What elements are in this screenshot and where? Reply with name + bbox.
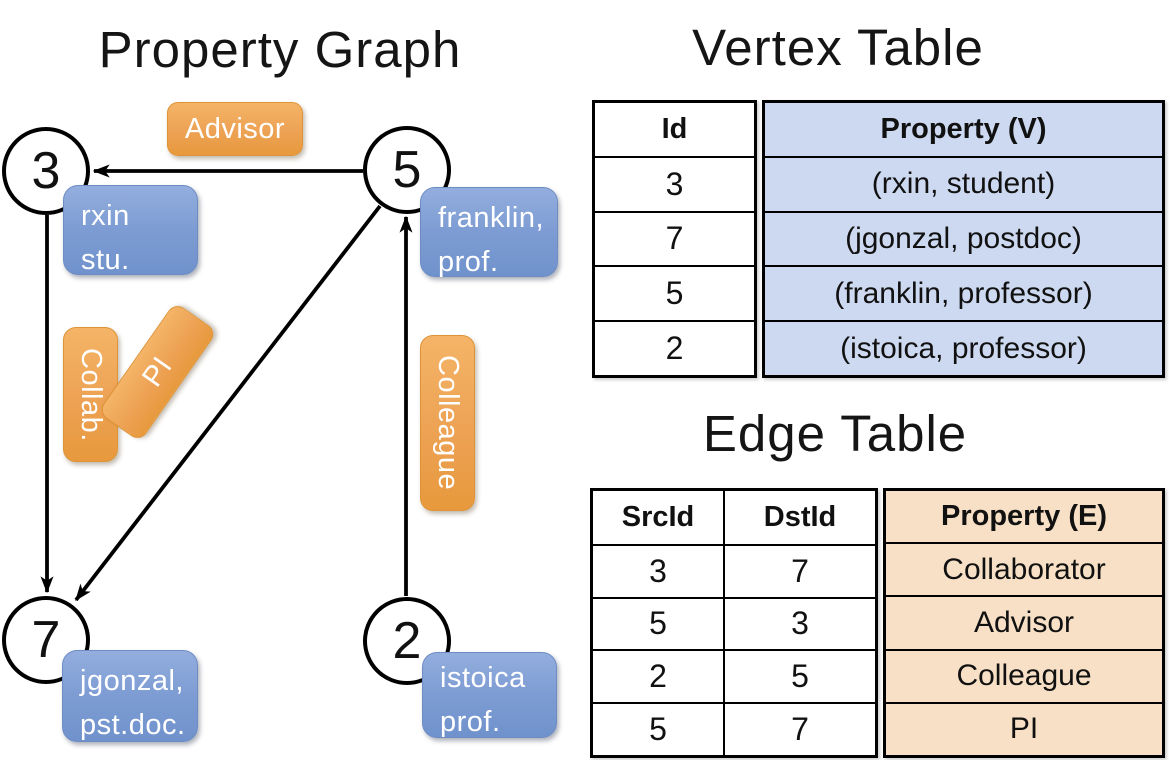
vertex-table-id-header: Id [661,112,688,145]
edge-badge-collab: Collab. [63,327,118,462]
edge-table-dst-3: 7 [723,702,875,755]
edge-table-row-0: 3 7 [593,543,875,597]
edge-table-src-0: 3 [593,543,723,597]
edge-table-src-2: 2 [593,649,723,702]
node-5-property-badge: franklin, prof. [420,187,558,278]
node-5-property-line2: prof. [438,245,499,278]
edge-badge-collab-label: Collab. [75,347,107,442]
edge-table-row-2: 2 5 [593,649,875,703]
edge-table-title: Edge Table [702,405,968,462]
edge-table-dst-0: 7 [723,543,875,597]
graph-node-5: 5 [363,126,451,214]
edge-badge-colleague-label: Colleague [432,355,464,491]
node-7-property-badge: jgonzal, pst.doc. [62,650,198,742]
edge-table-property-column: Property (E) Collaborator Advisor Collea… [883,488,1165,758]
edge-badge-pi-label: PI [135,350,179,393]
node-2-property-line1: istoica [440,662,526,694]
edge-table-header-row: SrcId DstId [593,491,875,544]
edge-table-property-3: PI [886,701,1162,755]
edge-table-srcid-header: SrcId [621,500,695,533]
node-7-property-line2: pst.doc. [80,708,186,741]
vertex-table-property-3: (istoica, professor) [765,320,1162,375]
vertex-table-property-header: Property (V) [880,112,1047,145]
edge-badge-advisor-label: Advisor [184,112,286,145]
edge-table-dst-1: 3 [723,596,875,650]
edge-table-src-1: 5 [593,596,723,650]
vertex-table-id-0: 3 [595,155,754,211]
vertex-table-title: Vertex Table [692,19,984,76]
vertex-table-property-2: (franklin, professor) [765,265,1162,320]
edge-table-property-header: Property (E) [941,500,1107,533]
vertex-table-id-1: 7 [595,210,754,266]
vertex-table-property-0: (rxin, student) [765,155,1162,211]
edge-table-property-2: Colleague [886,648,1162,702]
vertex-table-id-3: 2 [595,320,754,375]
edge-table-dst-2: 5 [723,649,875,703]
graph-node-3: 3 [2,127,90,215]
vertex-table-id-2: 5 [595,265,754,320]
node-7-id: 7 [31,611,61,669]
node-7-property-line1: jgonzal, [80,665,184,697]
node-5-property-line1: franklin, [438,202,545,234]
node-5-id: 5 [392,141,422,199]
edge-table-property-0: Collaborator [886,542,1162,595]
node-2-property-badge: istoica prof. [422,652,557,738]
edge-table-property-1: Advisor [886,595,1162,648]
vertex-table-property-column: Property (V) (rxin, student) (jgonzal, p… [762,100,1165,378]
node-3-property-line2: stu. [81,243,130,276]
node-3-id: 3 [31,142,61,200]
vertex-table-property-1: (jgonzal, postdoc) [765,210,1162,266]
edge-table-dstid-header: DstId [723,491,875,544]
node-3-property-line1: rxin [81,200,130,232]
edge-badge-colleague: Colleague [420,335,475,511]
vertex-table-id-column: Id 3 7 5 2 [592,100,757,378]
property-graph-title: Property Graph [98,21,462,78]
node-2-id: 2 [392,612,422,670]
node-2-property-line2: prof. [440,705,501,738]
edge-table-id-columns: SrcId DstId 3 7 5 3 2 5 5 7 [590,488,878,758]
edge-table-src-3: 5 [593,702,723,755]
edge-table-row-3: 5 7 [593,702,875,755]
node-3-property-badge: rxin stu. [63,185,198,276]
edge-badge-advisor: Advisor [167,102,303,156]
edge-table-row-1: 5 3 [593,596,875,650]
